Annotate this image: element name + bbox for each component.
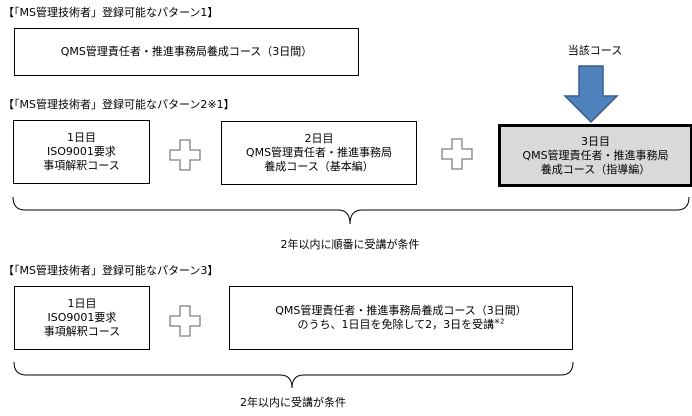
plus-icon-pattern3 — [169, 305, 201, 337]
brace-pattern2 — [12, 196, 690, 225]
pattern2-heading: 【「MS管理技術者」登録可能なパターン2※1】 — [3, 98, 235, 111]
pattern2-day3-line1: 3日目 — [580, 134, 610, 148]
pattern2-day1-line2: ISO9001要求 — [47, 145, 116, 158]
pattern2-day2-line1: 2日目 — [304, 132, 334, 145]
pattern2-day1-box: 1日目 ISO9001要求 事項解釈コース — [13, 120, 150, 184]
pattern2-day3-box-current: 3日目 QMS管理責任者・推進事務局 養成コース（指導編） — [498, 124, 692, 187]
pattern3-course-line2-text: のうち、1日目を免除して2，3日を受講 — [297, 318, 495, 331]
pattern2-day2-line3: 養成コース（基本編） — [264, 160, 374, 173]
pattern1-course-box: QMS管理責任者・推進事務局養成コース（3日間） — [14, 28, 359, 76]
pattern3-day1-line2: ISO9001要求 — [47, 311, 117, 324]
pattern2-condition: 2年以内に順番に受講が条件 — [280, 238, 420, 251]
pattern3-course-line1: QMS管理責任者・推進事務局養成コース（3日間） — [275, 304, 527, 317]
pattern3-course-note: ※2 — [494, 317, 505, 326]
pattern2-day2-line2: QMS管理責任者・推進事務局 — [245, 146, 393, 159]
pattern3-day1-box: 1日目 ISO9001要求 事項解釈コース — [14, 286, 150, 350]
brace-pattern3 — [13, 361, 574, 389]
down-arrow-icon — [563, 65, 619, 124]
current-course-label: 当該コース — [567, 44, 623, 57]
pattern2-day3-line3: 養成コース（指導編） — [540, 162, 651, 176]
pattern3-course-line2: のうち、1日目を免除して2，3日を受講※2 — [298, 318, 505, 332]
pattern3-day1-line3: 事項解釈コース — [43, 325, 121, 338]
pattern3-heading: 【「MS管理技術者」登録可能なパターン3】 — [3, 264, 219, 277]
pattern3-condition: 2年以内に受講が条件 — [240, 396, 346, 409]
pattern3-day1-line1: 1日目 — [67, 297, 97, 310]
pattern3-course-box: QMS管理責任者・推進事務局養成コース（3日間） のうち、1日目を免除して2，3… — [229, 286, 573, 350]
pattern2-day3-line2: QMS管理責任者・推進事務局 — [522, 148, 669, 162]
pattern2-day1-line1: 1日目 — [66, 131, 96, 144]
pattern2-day2-box: 2日目 QMS管理責任者・推進事務局 養成コース（基本編） — [221, 121, 417, 185]
plus-icon-pattern2-b — [441, 138, 473, 170]
plus-icon-pattern2-a — [169, 139, 201, 171]
pattern1-heading: 【「MS管理技術者」登録可能なパターン1】 — [3, 6, 219, 19]
pattern2-day1-line3: 事項解釈コース — [43, 159, 120, 172]
pattern1-course-label: QMS管理責任者・推進事務局養成コース（3日間） — [60, 45, 313, 58]
